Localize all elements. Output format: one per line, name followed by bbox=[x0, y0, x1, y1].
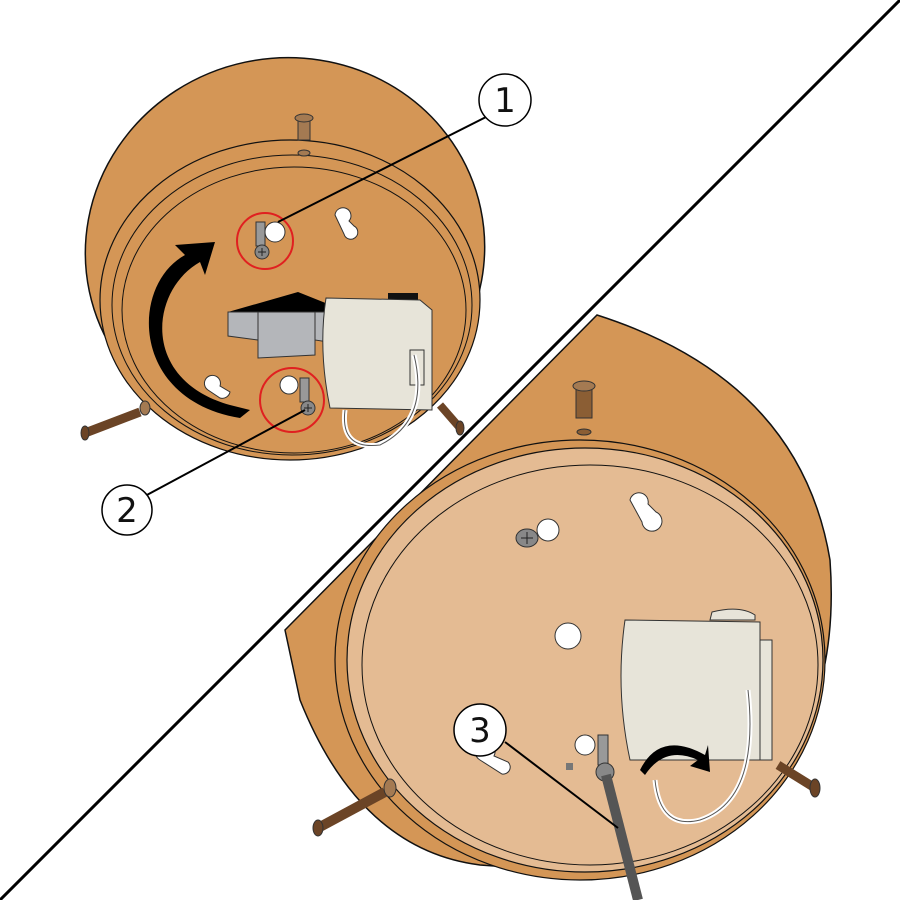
screw-icon bbox=[254, 221, 286, 260]
brass-post-icon bbox=[294, 113, 314, 157]
highlight-circle-2 bbox=[259, 367, 325, 433]
highlight-circle-1 bbox=[236, 212, 294, 270]
bolt-icon bbox=[436, 402, 465, 436]
panel-top-left bbox=[80, 56, 486, 461]
rotate-arrow-icon bbox=[640, 745, 710, 775]
battery-box bbox=[620, 608, 773, 825]
callout-1: 1 bbox=[277, 73, 532, 223]
panel-bottom-right bbox=[284, 314, 832, 900]
screw-icon bbox=[515, 528, 539, 548]
bolt-icon bbox=[312, 778, 397, 837]
callout-2: 2 bbox=[101, 409, 306, 536]
svg-text:3: 3 bbox=[469, 711, 491, 751]
svg-text:2: 2 bbox=[116, 491, 138, 531]
rotate-arrow-icon bbox=[148, 242, 250, 418]
screw-icon bbox=[279, 375, 316, 416]
battery-box bbox=[322, 293, 433, 449]
callout-3: 3 bbox=[453, 703, 619, 829]
screwdriver-icon bbox=[601, 773, 643, 900]
svg-text:1: 1 bbox=[494, 81, 516, 121]
bolt-icon bbox=[80, 400, 151, 441]
brass-post-icon bbox=[572, 380, 596, 436]
bolt-icon bbox=[775, 761, 821, 798]
